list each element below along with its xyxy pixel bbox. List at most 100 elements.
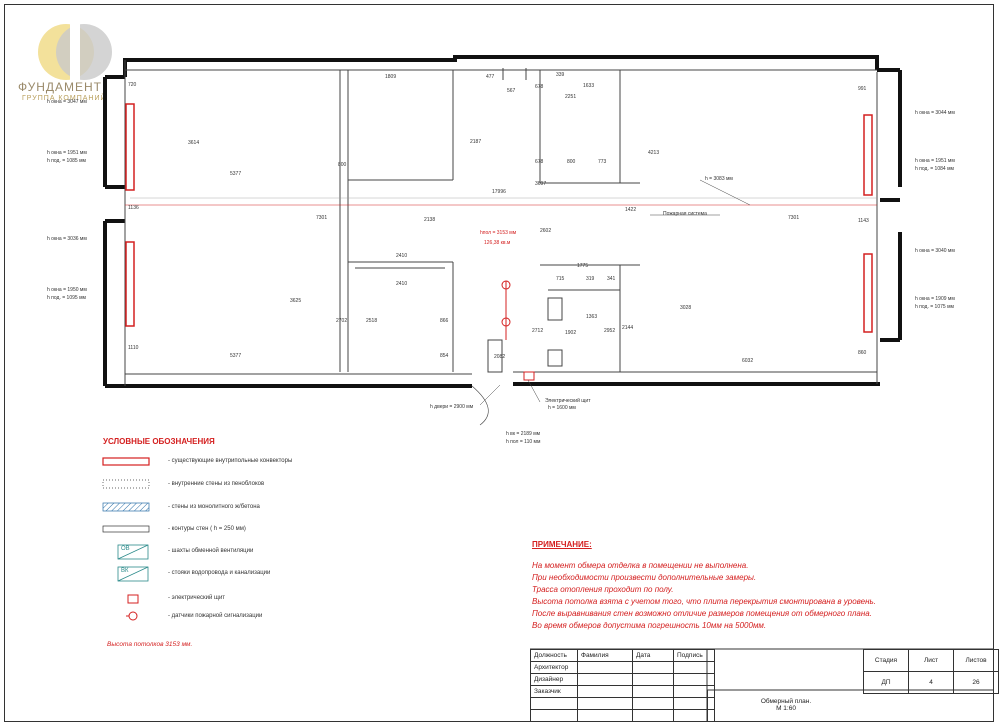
dim-label: 991 — [858, 86, 867, 92]
ceiling-height-label: hпол = 3153 мм — [480, 230, 517, 236]
legend-item: - стены из монолитного ж/бетона — [168, 504, 260, 510]
sheet-header: Лист — [908, 649, 954, 672]
role-cell: Архитектор — [530, 661, 578, 674]
signatures-table: Должность Фамилия Дата Подпись Архитекто… — [530, 649, 715, 722]
header-cell: Дата — [632, 649, 674, 662]
legend-item: - контуры стен ( h = 250 мм) — [168, 526, 246, 532]
sheet-value: 4 — [908, 671, 954, 694]
header-cell: Должность — [530, 649, 578, 662]
dim-label: 2187 — [470, 139, 482, 145]
dim-label: 1775 — [577, 263, 589, 269]
logo-name: ФУНДАМЕНТ — [18, 80, 102, 94]
dim-label: 5377 — [230, 353, 242, 359]
legend-item: - шахты обменной вентиляции — [168, 548, 254, 554]
window-note: h под. = 1085 мм — [47, 158, 86, 164]
note-line: После выравнивания стен возможно отличие… — [532, 609, 872, 618]
convectors — [125, 103, 873, 333]
dim-label: 860 — [858, 350, 867, 356]
dim-label: 1110 — [128, 345, 139, 351]
dim-label: 678 — [535, 159, 544, 165]
drawing-title: Обмерный план. — [760, 698, 812, 705]
dim-label: 2410 — [396, 281, 408, 287]
inner-wall-lines — [124, 60, 878, 386]
legend-item: - датчики пожарной сигнализации — [168, 613, 263, 619]
sheets-value: 26 — [953, 671, 999, 694]
dim-label: 866 — [440, 318, 449, 324]
drawing-title-cell: Обмерный план. М 1:60 — [707, 690, 864, 722]
window-note: h окна = 3044 мм — [915, 110, 955, 116]
sheet-info-table: Стадия Лист Листов ДП 4 26 — [863, 649, 999, 694]
window-note: h окна = 1951 мм — [47, 150, 87, 156]
dim-label: 2144 — [622, 325, 634, 331]
dim-label: 854 — [440, 353, 449, 359]
vk-symbol: ВК — [121, 568, 129, 574]
logo-subtitle: ГРУППА КОМПАНИЙ — [22, 95, 107, 102]
dim-label: 715 — [556, 276, 565, 282]
dim-label: 1809 — [385, 74, 397, 80]
window-note: h окна = 3040 мм — [915, 248, 955, 254]
company-logo — [38, 24, 112, 80]
role-cell: Заказчик — [530, 685, 578, 698]
fire-sensors — [501, 280, 511, 340]
ov-symbol: ОВ — [121, 546, 130, 552]
dim-label: 3028 — [680, 305, 692, 311]
dim-label: 7301 — [316, 215, 328, 221]
dim-label: 1143 — [858, 218, 869, 224]
fire-system-label: Пожарная система — [663, 211, 707, 217]
outer-walls — [103, 55, 902, 388]
window-note: h под. = 1075 мм — [915, 304, 954, 310]
vent-height: h вк = 2189 мм — [506, 431, 541, 437]
window-note: h окна = 3036 мм — [47, 236, 87, 242]
sheets-header: Листов — [953, 649, 999, 672]
note-line: Трасса отопления проходит по полу. — [532, 585, 674, 594]
legend-title: УСЛОВНЫЕ ОБОЗНАЧЕНИЯ — [103, 437, 215, 446]
dim-label: 7301 — [788, 215, 800, 221]
dim-label: 341 — [607, 276, 616, 282]
header-cell: Фамилия — [577, 649, 633, 662]
dim-label: 319 — [586, 276, 595, 282]
window-note: h под. = 1095 мм — [47, 295, 86, 301]
dim-label: 720 — [128, 82, 137, 88]
window-note: h окна = 1950 мм — [47, 287, 87, 293]
dim-label: 2138 — [424, 217, 436, 223]
legend-item: - электрический щит — [168, 595, 226, 601]
dim-label: 3697 — [535, 181, 547, 187]
dim-label: 477 — [486, 74, 495, 80]
window-note: h окна = 1909 мм — [915, 296, 955, 302]
legend-item: - существующие внутрипольные конвекторы — [168, 458, 293, 464]
electric-panel — [523, 371, 535, 381]
dim-label: 2410 — [396, 253, 408, 259]
window-note: h под. = 1084 мм — [915, 166, 954, 172]
dim-label: 2702 — [336, 318, 348, 324]
role-cell: Дизайнер — [530, 673, 578, 686]
ceiling-height-note: Высота потолков 3153 мм. — [107, 641, 193, 648]
door-swing — [471, 385, 489, 426]
dim-label: 2082 — [494, 354, 506, 360]
area-label: 126,38 кв.м — [484, 240, 511, 246]
dim-label: 800 — [338, 162, 347, 168]
drawing-scale: М 1:60 — [776, 705, 796, 712]
dim-label: 3614 — [188, 140, 200, 146]
dim-label: 6032 — [742, 358, 754, 364]
dim-label: 1422 — [625, 207, 637, 213]
dim-label: 2602 — [540, 228, 552, 234]
door-height: h двери = 2900 мм — [430, 404, 474, 410]
dim-label: 17996 — [492, 189, 506, 195]
drawing-frame — [4, 4, 994, 722]
window-note: h окна = 3047 мм — [47, 99, 87, 105]
legend-symbols — [102, 457, 150, 621]
pipe-height: h = 3083 мм — [705, 176, 733, 182]
stage-header: Стадия — [863, 649, 909, 672]
dim-label: 2712 — [532, 328, 544, 334]
dim-label: 773 — [598, 159, 607, 165]
dim-label: 1136 — [128, 205, 139, 211]
dim-label: 567 — [507, 88, 516, 94]
legend-item: - внутренние стены из пеноблоков — [168, 481, 265, 487]
note-line: При необходимости произвести дополнитель… — [532, 573, 757, 582]
stage-value: ДП — [863, 671, 909, 694]
window-note: h окна = 1951 мм — [915, 158, 955, 164]
notes-title: ПРИМЕЧАНИЕ: — [532, 540, 592, 549]
dim-label: 2251 — [565, 94, 577, 100]
dim-label: 339 — [556, 72, 565, 78]
